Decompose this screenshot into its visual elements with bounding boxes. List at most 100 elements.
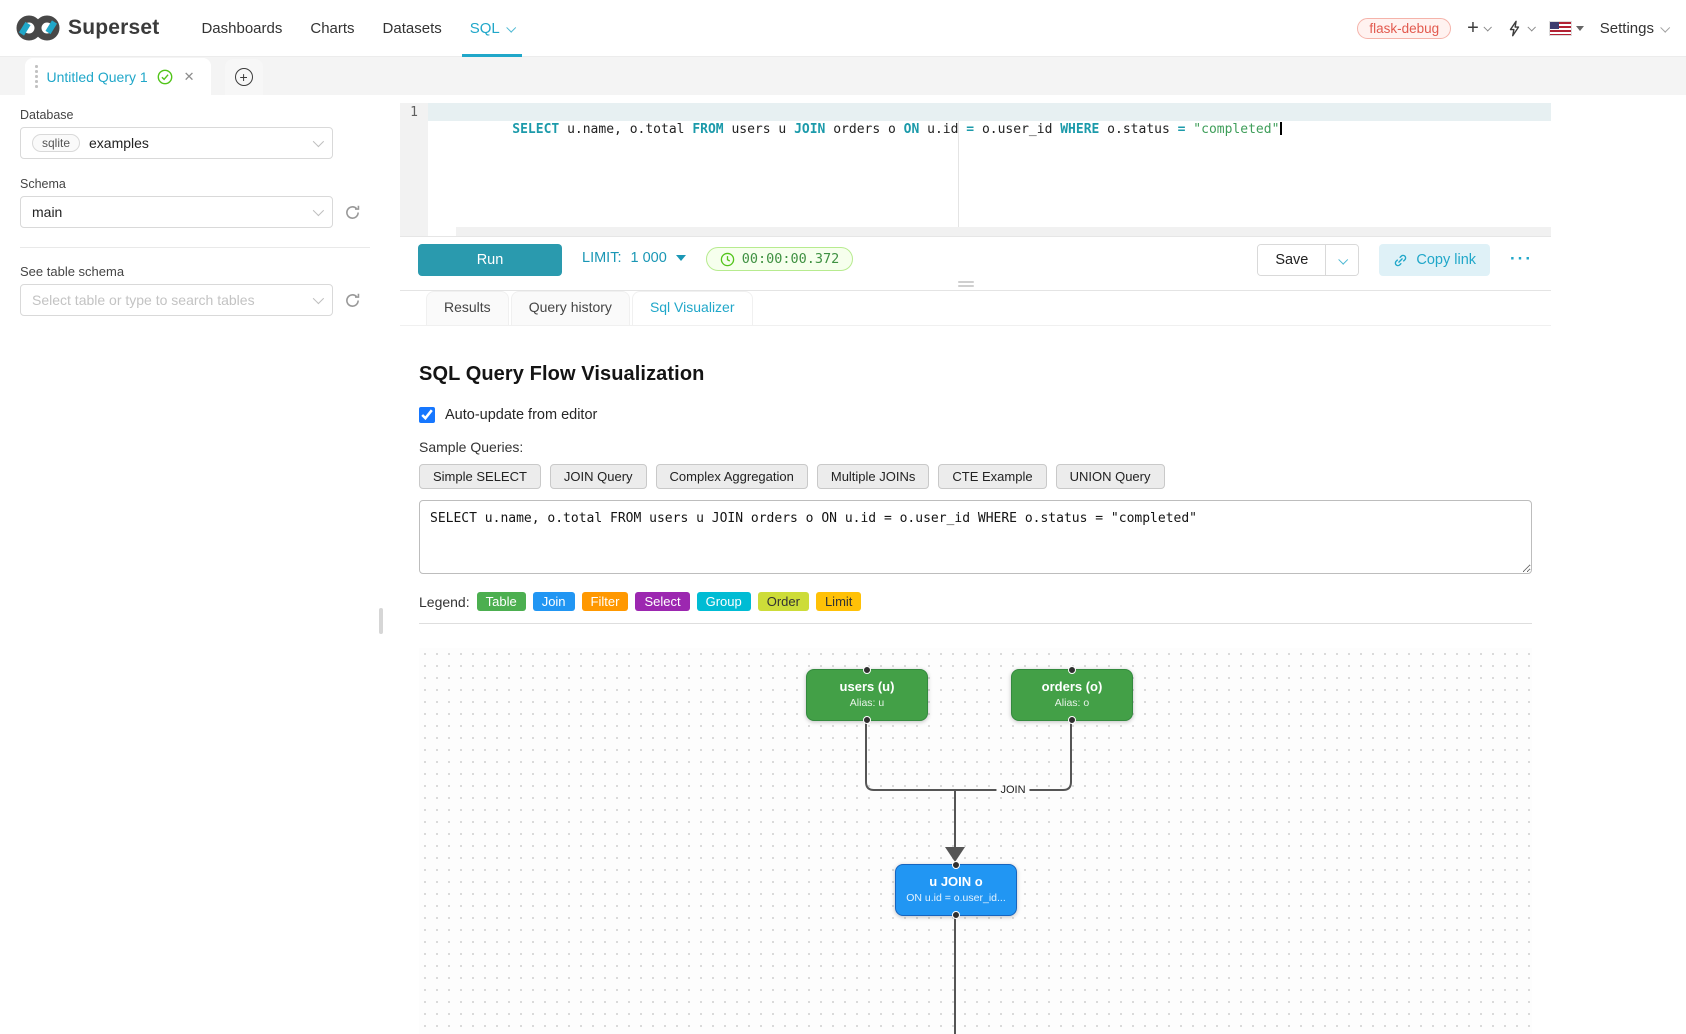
legend-badge-join: Join bbox=[532, 592, 575, 611]
table-select[interactable]: Select table or type to search tables bbox=[20, 284, 333, 316]
superset-logo[interactable]: Superset bbox=[16, 13, 159, 43]
language-picker[interactable] bbox=[1548, 20, 1584, 36]
sidebar-resize-handle[interactable] bbox=[379, 608, 383, 634]
circled-plus-icon: + bbox=[234, 68, 253, 86]
drag-handle-icon[interactable] bbox=[35, 65, 38, 88]
save-options-button[interactable] bbox=[1325, 245, 1359, 275]
environment-badge: flask-debug bbox=[1357, 17, 1452, 39]
chevron-down-icon bbox=[312, 204, 325, 217]
legend-badge-limit: Limit bbox=[815, 592, 862, 611]
database-label: Database bbox=[20, 108, 74, 122]
pane-resize-handle[interactable] bbox=[958, 281, 974, 287]
clock-icon bbox=[720, 252, 735, 266]
caret-down-icon bbox=[675, 255, 686, 261]
copy-link-button[interactable]: Copy link bbox=[1379, 244, 1491, 276]
nav-sql[interactable]: SQL bbox=[456, 0, 528, 57]
sample-simple-select-button[interactable]: Simple SELECT bbox=[419, 464, 541, 489]
sqllab-sidebar: Database sqlite examples Schema main See… bbox=[0, 95, 400, 1034]
us-flag-icon bbox=[1548, 20, 1572, 36]
legend-badge-table: Table bbox=[476, 592, 526, 611]
sample-queries-label: Sample Queries: bbox=[419, 439, 524, 455]
legend-badge-group: Group bbox=[696, 592, 751, 611]
database-select[interactable]: sqlite examples bbox=[20, 127, 333, 159]
legend-label: Legend: bbox=[419, 593, 470, 610]
flow-node-users[interactable]: users (u) Alias: u bbox=[806, 666, 928, 724]
chevron-down-icon bbox=[1338, 254, 1349, 265]
refresh-schemas-icon[interactable] bbox=[344, 204, 361, 221]
limit-dropdown[interactable]: LIMIT:1 000 bbox=[582, 250, 686, 266]
query-tab-strip: Untitled Query 1 ✕ + bbox=[0, 57, 1686, 95]
auto-update-checkbox[interactable] bbox=[419, 407, 435, 423]
chevron-down-icon bbox=[312, 292, 325, 305]
node-handle[interactable] bbox=[1068, 716, 1076, 724]
plus-icon: + bbox=[1467, 17, 1479, 39]
nav-charts[interactable]: Charts bbox=[310, 20, 355, 37]
save-button[interactable]: Save bbox=[1258, 245, 1326, 275]
query-search-menu[interactable] bbox=[1506, 20, 1536, 37]
editor-cursor bbox=[1280, 122, 1283, 135]
sql-editor[interactable]: 1 SELECT u.name, o.total FROM users u JO… bbox=[400, 103, 1551, 237]
tab-query-history[interactable]: Query history bbox=[510, 291, 630, 325]
database-value: examples bbox=[89, 135, 149, 151]
panel-title: SQL Query Flow Visualization bbox=[419, 363, 705, 385]
active-nav-underline bbox=[461, 54, 522, 57]
nav-datasets[interactable]: Datasets bbox=[382, 20, 442, 37]
nav-dashboards[interactable]: Dashboards bbox=[201, 20, 283, 37]
sample-multiple-joins-button[interactable]: Multiple JOINs bbox=[816, 464, 930, 489]
sample-join-query-button[interactable]: JOIN Query bbox=[549, 464, 647, 489]
new-query-tab-button[interactable]: + bbox=[224, 59, 263, 95]
join-edge-label: JOIN bbox=[996, 784, 1030, 796]
sidebar-divider bbox=[20, 247, 370, 248]
flow-node-join[interactable]: u JOIN o ON u.id = o.user_id... bbox=[895, 861, 1017, 919]
editor-toolbar: Run LIMIT:1 000 00:00:00.372 Save bbox=[400, 237, 1551, 290]
settings-menu[interactable]: Settings bbox=[1600, 20, 1671, 37]
schema-label: Schema bbox=[20, 177, 66, 191]
sql-editor-line[interactable]: SELECT u.name, o.total FROM users u JOIN… bbox=[428, 103, 1551, 137]
new-item-menu[interactable]: + bbox=[1467, 17, 1492, 39]
brand-name: Superset bbox=[68, 16, 160, 39]
flow-canvas[interactable]: JOIN users (u) Alias: u orders (o) Alias… bbox=[419, 648, 1532, 1034]
success-check-icon bbox=[157, 69, 173, 84]
main-nav: Dashboards Charts Datasets SQL bbox=[187, 0, 528, 57]
chevron-down-icon bbox=[312, 135, 325, 148]
editor-print-margin bbox=[958, 103, 959, 236]
legend-badge-order: Order bbox=[757, 592, 809, 611]
close-icon[interactable]: ✕ bbox=[183, 68, 195, 84]
tab-sql-visualizer[interactable]: Sql Visualizer bbox=[631, 291, 753, 325]
node-handle[interactable] bbox=[863, 716, 871, 724]
auto-update-row: Auto-update from editor bbox=[419, 407, 1532, 423]
query-timer: 00:00:00.372 bbox=[705, 247, 854, 271]
schema-value: main bbox=[32, 204, 63, 220]
schema-select[interactable]: main bbox=[20, 196, 333, 228]
tab-results[interactable]: Results bbox=[426, 291, 509, 325]
legend-row: Legend: Table Join Filter Select Group O… bbox=[419, 592, 1532, 611]
query-tab-untitled[interactable]: Untitled Query 1 ✕ bbox=[25, 58, 211, 95]
node-handle[interactable] bbox=[863, 666, 871, 674]
content-divider bbox=[419, 623, 1532, 624]
chevron-down-icon bbox=[506, 22, 516, 33]
chevron-down-icon bbox=[1483, 23, 1492, 32]
edge-arrowhead bbox=[945, 847, 965, 862]
caret-down-icon bbox=[1575, 25, 1584, 31]
auto-update-label: Auto-update from editor bbox=[445, 407, 598, 423]
sample-cte-example-button[interactable]: CTE Example bbox=[938, 464, 1047, 489]
superset-infinity-icon bbox=[16, 15, 60, 41]
legend-badge-select: Select bbox=[635, 592, 690, 611]
flow-node-orders[interactable]: orders (o) Alias: o bbox=[1011, 666, 1133, 724]
refresh-tables-icon[interactable] bbox=[344, 292, 361, 309]
sample-complex-aggregation-button[interactable]: Complex Aggregation bbox=[655, 464, 808, 489]
sample-query-buttons: Simple SELECT JOIN Query Complex Aggrega… bbox=[419, 464, 1532, 489]
sample-union-query-button[interactable]: UNION Query bbox=[1055, 464, 1165, 489]
results-tab-bar: Results Query history Sql Visualizer bbox=[400, 291, 1551, 326]
chevron-down-icon bbox=[1527, 23, 1536, 32]
flow-edges bbox=[865, 721, 1072, 1034]
sql-visualizer-panel: SQL Query Flow Visualization Auto-update… bbox=[400, 326, 1551, 1034]
query-text-input[interactable]: SELECT u.name, o.total FROM users u JOIN… bbox=[419, 500, 1532, 574]
node-handle[interactable] bbox=[952, 911, 960, 919]
node-handle[interactable] bbox=[1068, 666, 1076, 674]
editor-line-gutter: 1 bbox=[400, 103, 428, 236]
editor-horizontal-scrollbar[interactable] bbox=[456, 227, 1551, 236]
run-button[interactable]: Run bbox=[418, 244, 562, 276]
more-actions-button[interactable]: ··· bbox=[1510, 249, 1533, 268]
node-handle[interactable] bbox=[952, 861, 960, 869]
